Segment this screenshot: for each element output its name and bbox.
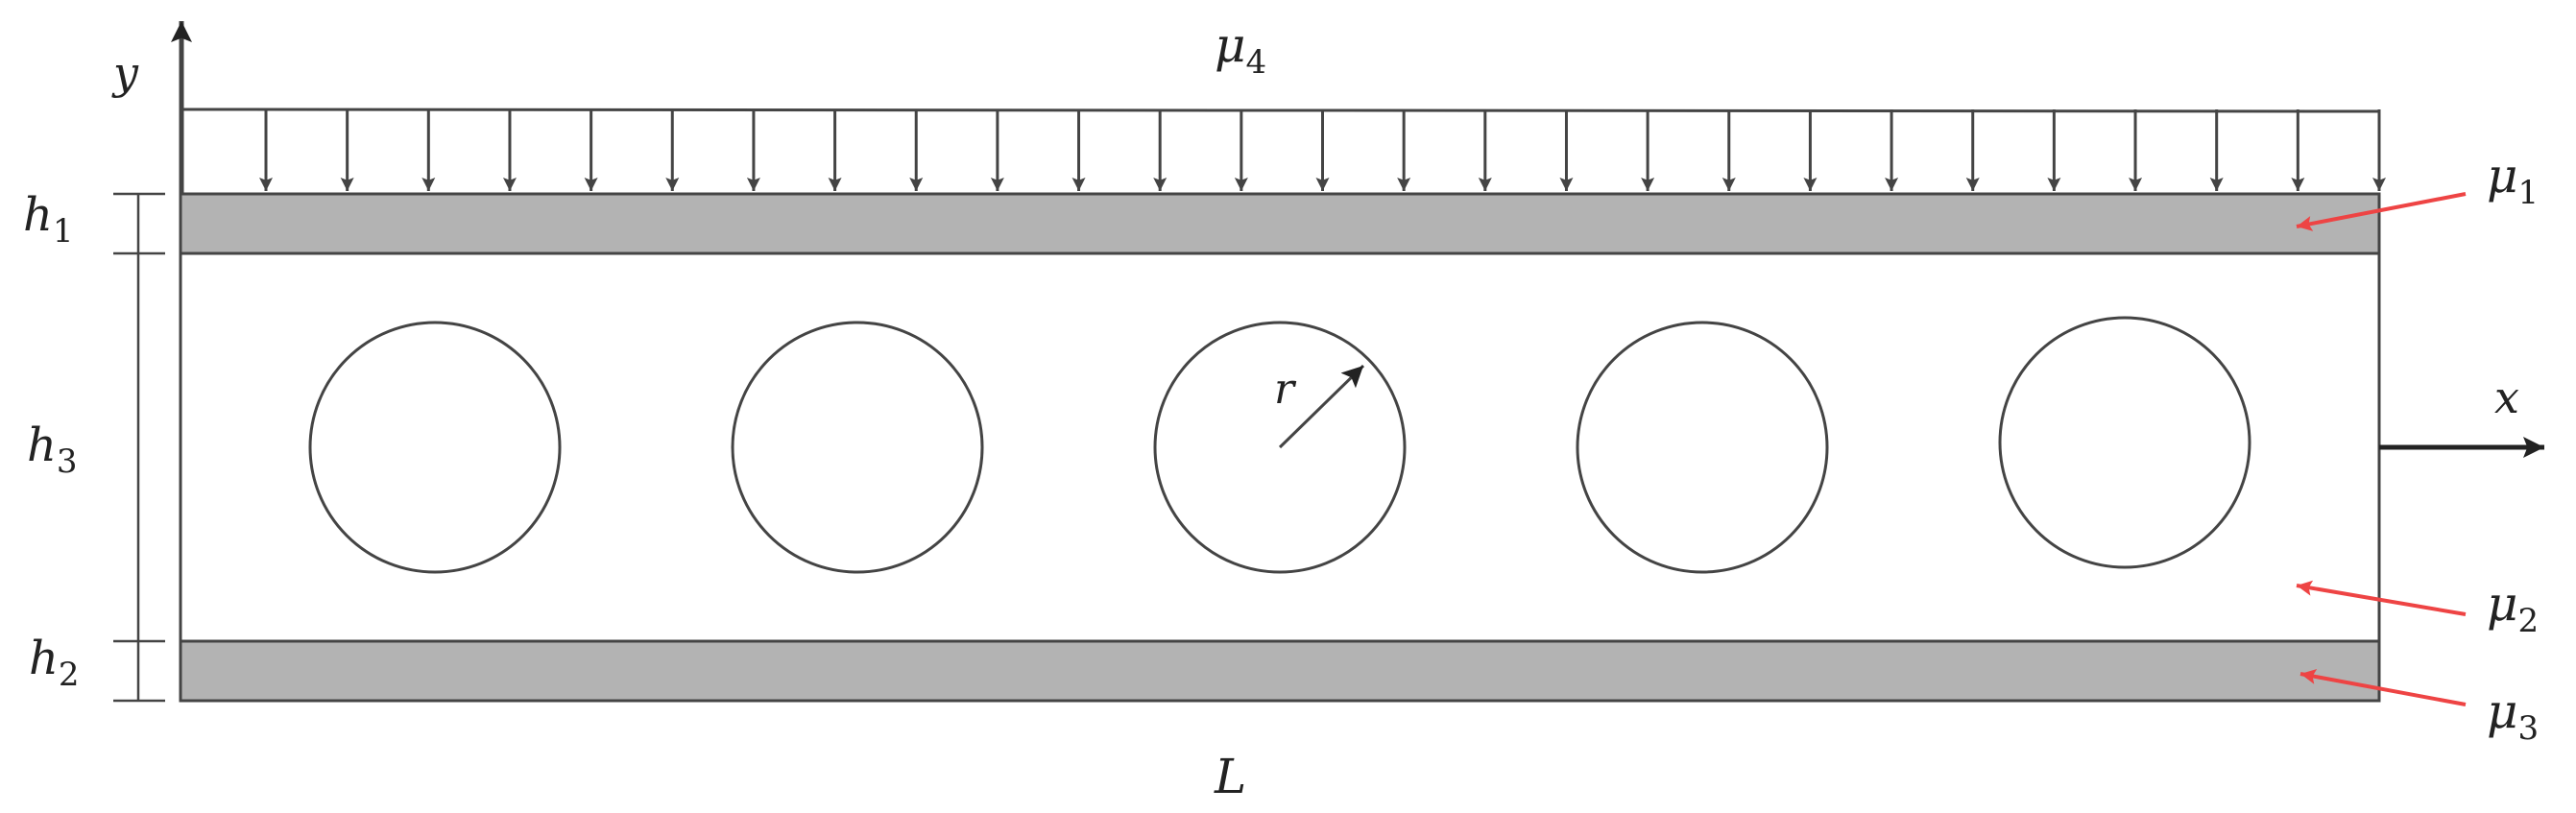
mu3-label: μ3 [2487, 683, 2539, 748]
h3-label: h3 [27, 418, 78, 481]
hole-5 [1998, 316, 2251, 569]
hole-1 [308, 321, 562, 574]
mu4-label: μ4 [1215, 17, 1266, 82]
length-label: L [1214, 749, 1246, 804]
mu2-label: μ2 [2487, 576, 2539, 640]
mu1-label: μ1 [2487, 148, 2539, 212]
mu3-pointer-arrow [2299, 669, 2467, 706]
load-top-line [180, 108, 2380, 113]
h2-label: h2 [29, 632, 80, 694]
radius-label: r [1274, 365, 1297, 414]
top-face-sheet [179, 192, 2381, 255]
mu1-pointer-arrow [2296, 192, 2467, 231]
bottom-face-sheet [179, 639, 2381, 703]
hole-2 [731, 321, 984, 574]
h1-label: h1 [23, 188, 74, 251]
mu2-pointer-arrow [2296, 580, 2467, 616]
radius-arrow [1278, 364, 1365, 449]
y-axis-label: y [111, 47, 139, 99]
x-axis-label: x [2494, 371, 2519, 423]
hole-4 [1576, 321, 1829, 574]
dimension-lines [113, 192, 165, 703]
load-arrows-group [259, 109, 2386, 191]
